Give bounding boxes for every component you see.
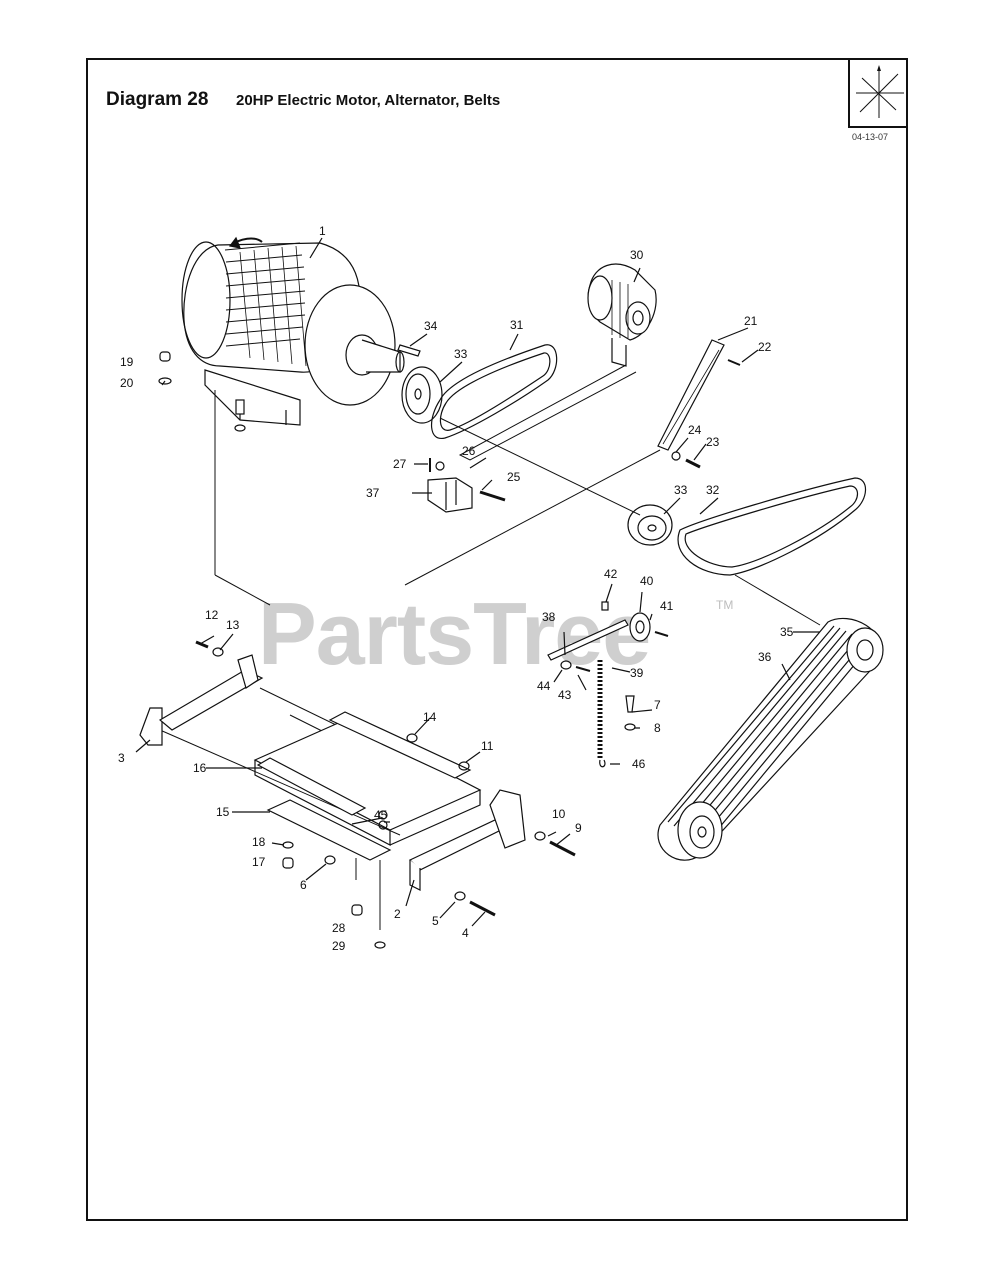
callout-12: 12 <box>205 608 219 622</box>
callout-28: 28 <box>332 921 346 935</box>
callout-1: 1 <box>319 224 326 238</box>
callout-21: 21 <box>744 314 758 328</box>
callout-34: 34 <box>424 319 438 333</box>
callout-19: 19 <box>120 355 134 369</box>
electric-motor <box>181 236 405 432</box>
document-date: 04-13-07 <box>852 132 889 142</box>
callout-33-lower: 33 <box>674 483 688 497</box>
callout-42: 42 <box>604 567 618 581</box>
callout-labels: 1 2 3 4 5 6 7 8 9 10 11 12 13 14 15 16 1… <box>118 224 794 953</box>
callout-6: 6 <box>300 878 307 892</box>
callout-7: 7 <box>654 698 661 712</box>
callout-8: 8 <box>654 721 661 735</box>
page-frame <box>86 58 908 1221</box>
callout-44: 44 <box>537 679 551 693</box>
callout-2: 2 <box>394 907 401 921</box>
callout-31: 31 <box>510 318 524 332</box>
callout-18: 18 <box>252 835 266 849</box>
callout-32: 32 <box>706 483 720 497</box>
callout-20: 20 <box>120 376 134 390</box>
callout-35: 35 <box>780 625 794 639</box>
orientation-compass-icon <box>848 60 908 128</box>
watermark-trademark: TM <box>716 598 734 612</box>
callout-27: 27 <box>393 457 407 471</box>
callout-22: 22 <box>758 340 772 354</box>
callout-24: 24 <box>688 423 702 437</box>
callout-45: 45 <box>374 808 388 822</box>
callout-25: 25 <box>507 470 521 484</box>
callout-4: 4 <box>462 926 469 940</box>
callout-40: 40 <box>640 574 654 588</box>
callout-11: 11 <box>481 739 494 753</box>
callout-3: 3 <box>118 751 125 765</box>
callout-16: 16 <box>193 761 207 775</box>
callout-10: 10 <box>552 807 566 821</box>
drive-belt-assembly <box>657 617 884 861</box>
callout-37: 37 <box>366 486 380 500</box>
callout-30: 30 <box>630 248 644 262</box>
watermark: PartsTree <box>258 584 651 683</box>
alternator <box>587 263 657 367</box>
callout-15: 15 <box>216 805 230 819</box>
callout-39: 39 <box>630 666 644 680</box>
callout-41: 41 <box>660 599 674 613</box>
callout-38: 38 <box>542 610 556 624</box>
base-frame <box>139 640 576 949</box>
callout-43: 43 <box>558 688 572 702</box>
callout-26: 26 <box>462 444 476 458</box>
callout-17: 17 <box>252 855 266 869</box>
callout-23: 23 <box>706 435 720 449</box>
callout-36: 36 <box>758 650 772 664</box>
callout-29: 29 <box>332 939 346 953</box>
diagram-subtitle: 20HP Electric Motor, Alternator, Belts <box>236 92 501 109</box>
callout-46: 46 <box>632 757 646 771</box>
callout-5: 5 <box>432 914 439 928</box>
callout-9: 9 <box>575 821 582 835</box>
callout-14: 14 <box>423 710 437 724</box>
diagram-title: Diagram 28 <box>106 89 209 110</box>
callout-13: 13 <box>226 618 240 632</box>
callout-33-upper: 33 <box>454 347 468 361</box>
